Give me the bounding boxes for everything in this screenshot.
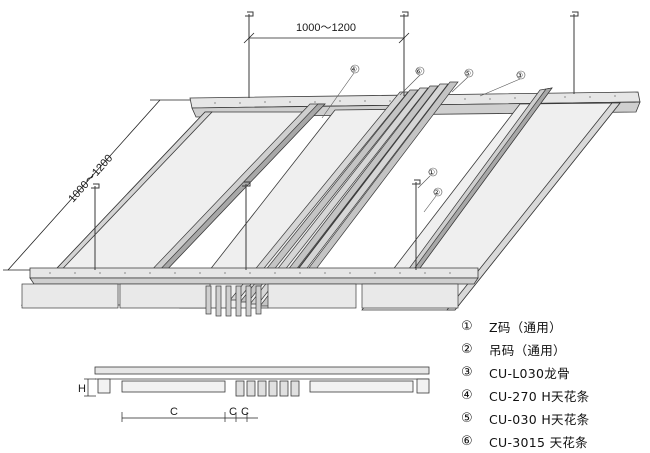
section-dimension-c1: C [170,406,178,418]
section-view [94,366,430,397]
hanger-clips [91,11,579,189]
legend-number: ④ [461,388,473,403]
legend-item: ⑥ CU-3015 天花条 [461,430,641,453]
dimension-diagonal-label: 1000～1200 [66,152,115,205]
callout-2: ② [433,188,440,197]
legend: ① Z码（通用） ② 吊码（通用） ③ CU-L030龙骨 ④ CU-270 H… [461,315,641,453]
hanger-rods [94,14,575,270]
callout-leaders [321,72,521,213]
callout-3: ③ [516,71,523,80]
front-carrier-rail [29,267,479,285]
callout-5: ⑤ [464,69,471,78]
legend-item: ④ CU-270 H天花条 [461,384,641,407]
section-dimension-c [121,412,258,422]
legend-item: ③ CU-L030龙骨 [461,361,641,384]
legend-item: ② 吊码（通用） [461,338,641,361]
section-dimension-c3: C [241,406,249,418]
legend-number: ① [461,319,473,334]
callout-markers [350,64,526,197]
legend-item: ① Z码（通用） [461,315,641,338]
legend-label: Z码（通用） [489,320,562,335]
legend-item: ⑤ CU-030 H天花条 [461,407,641,430]
callout-1: ① [428,168,435,177]
legend-label: CU-3015 天花条 [489,435,588,450]
section-dimension-h-label: H [78,383,86,395]
dimension-top-label: 1000～1200 [296,22,356,34]
legend-label: CU-L030龙骨 [489,366,570,381]
legend-number: ③ [461,365,473,380]
dimension-top [243,32,410,44]
front-profile-ends [21,283,459,317]
legend-label: 吊码（通用） [489,343,566,358]
legend-label: CU-030 H天花条 [489,412,590,427]
section-dimension-h [84,378,96,397]
legend-number: ② [461,342,473,357]
section-dimension-c2: C [229,406,237,418]
slat-group-center [229,81,459,307]
callout-4: ④ [350,65,357,74]
callout-6: ⑥ [415,67,422,76]
dimension-diagonal [3,99,190,271]
legend-number: ⑤ [461,411,473,426]
legend-number: ⑥ [461,434,473,449]
legend-label: CU-270 H天花条 [489,389,590,404]
